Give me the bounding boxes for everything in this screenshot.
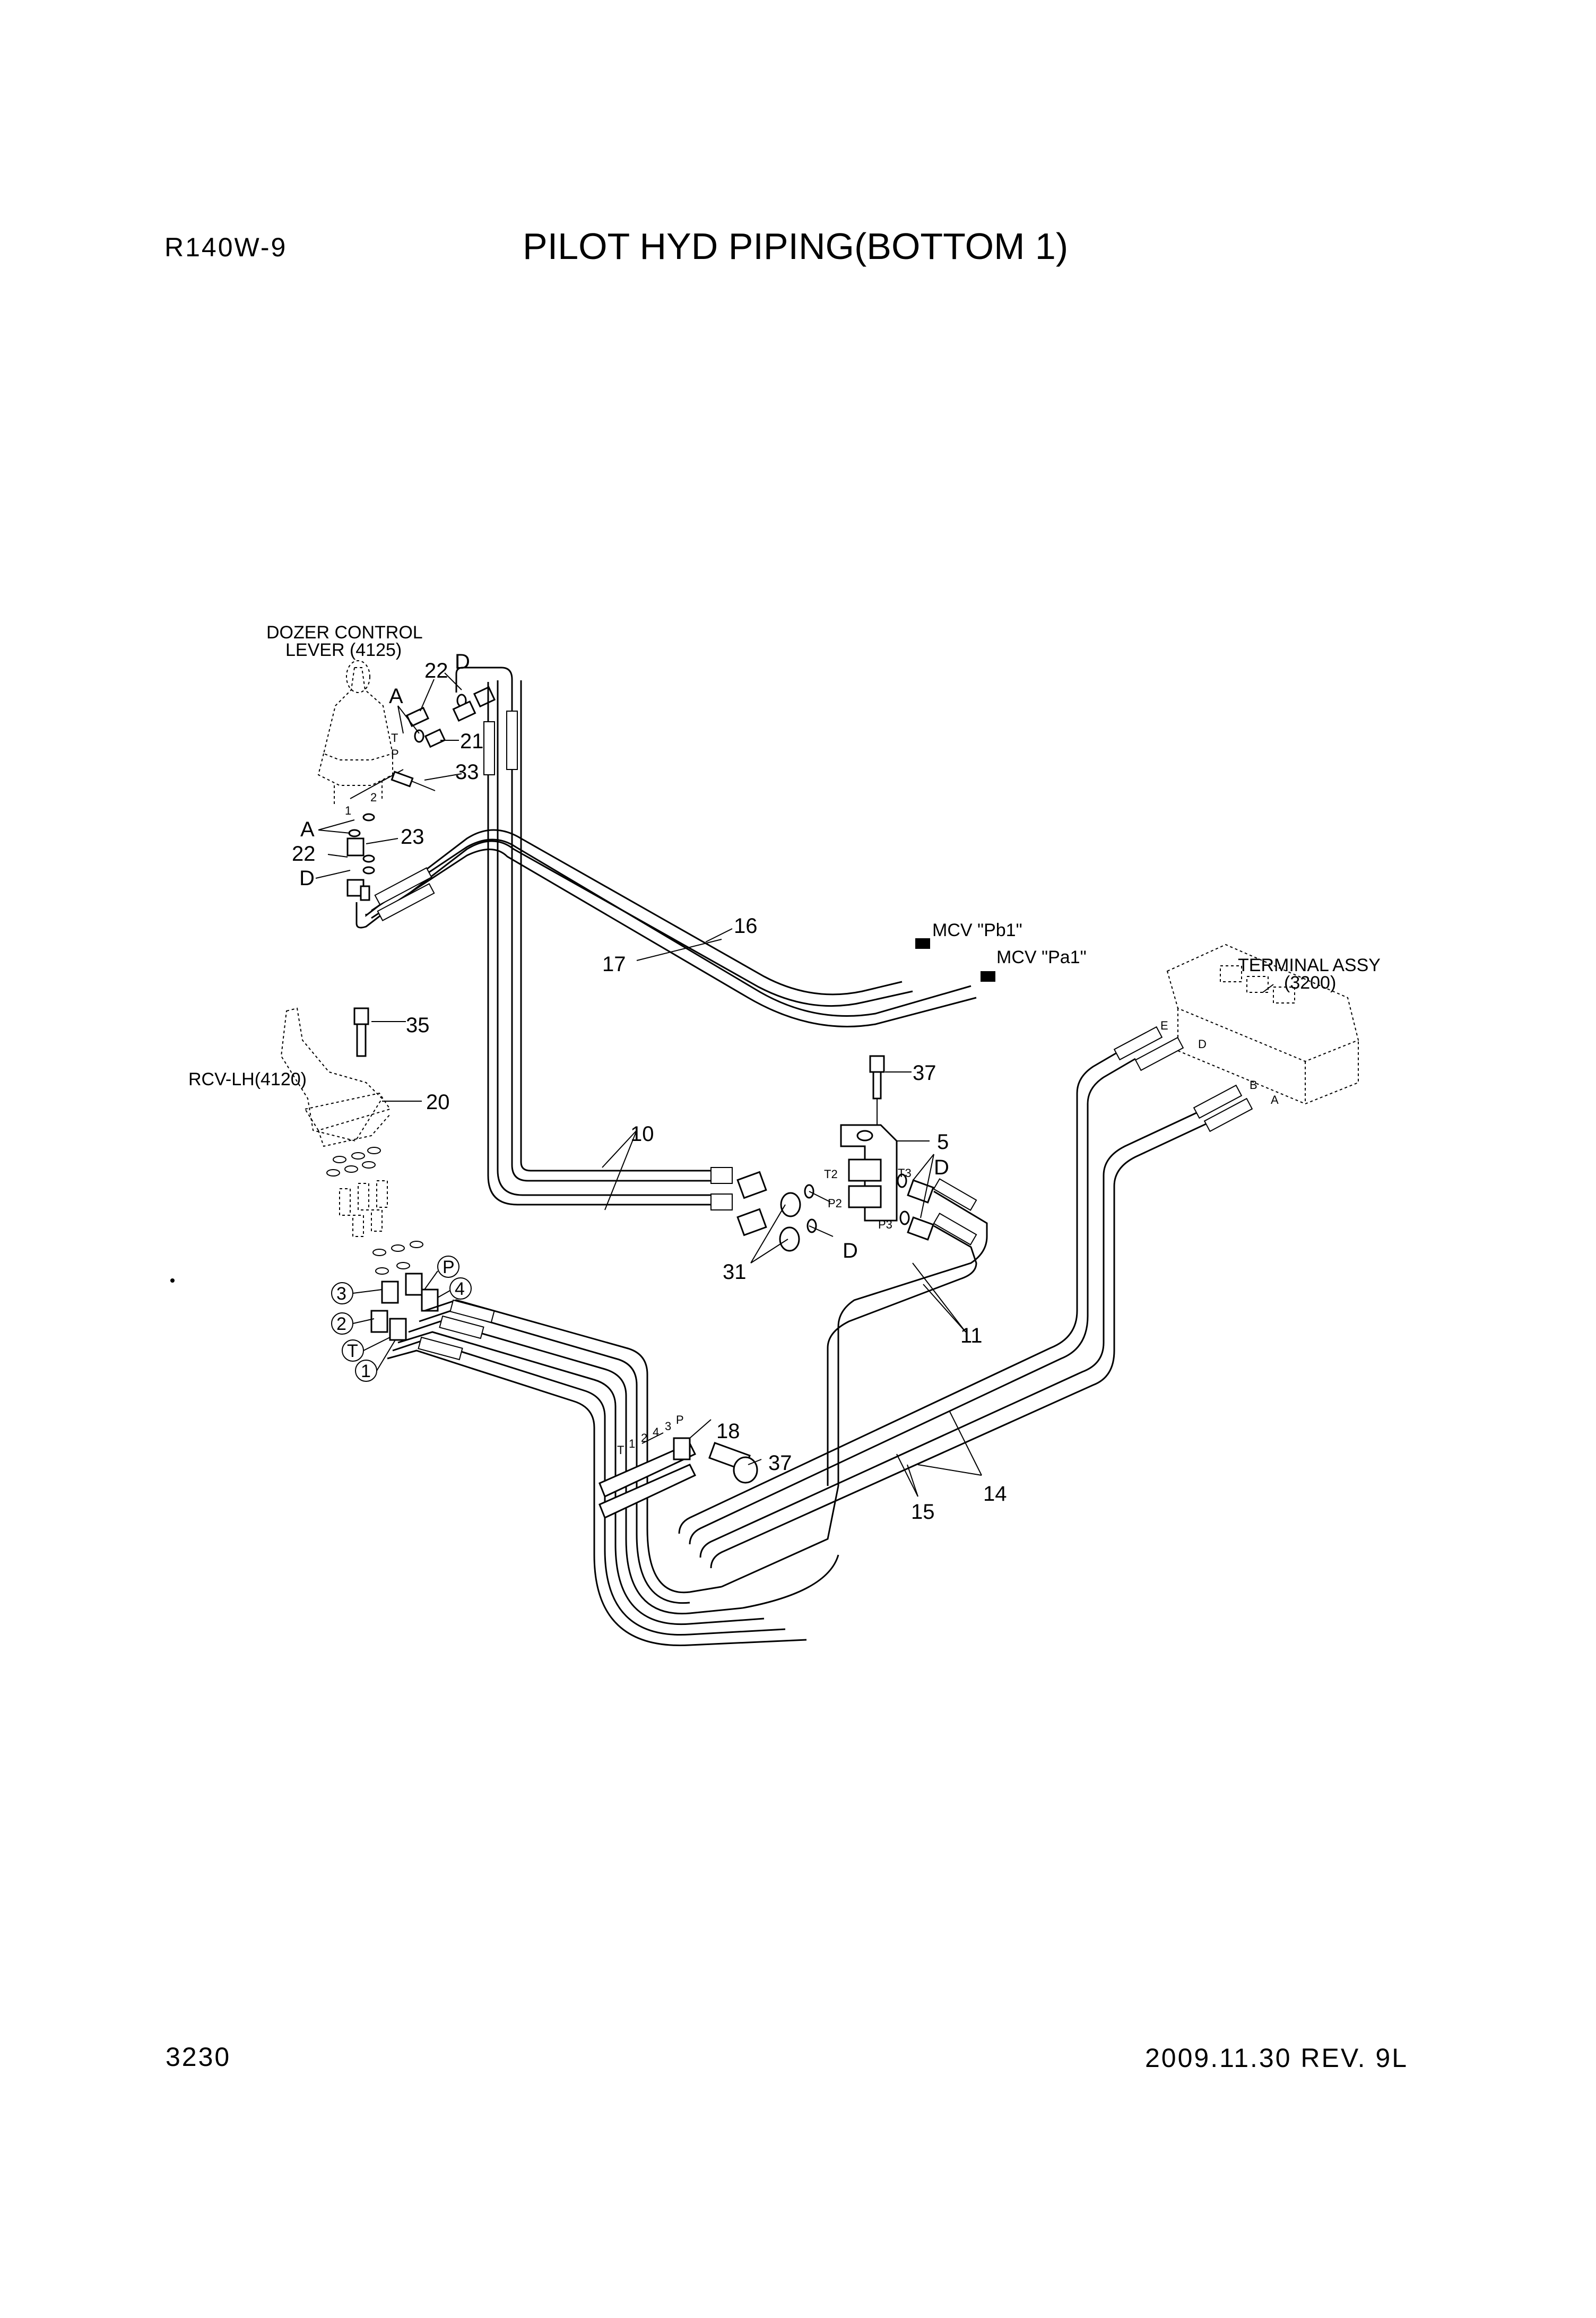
port-P2: P2 [828, 1197, 842, 1210]
stray-dot [170, 1278, 175, 1283]
mcv-pb1-marker [915, 938, 930, 949]
terminal-port-D: D [1198, 1037, 1207, 1051]
callout-31: 31 [723, 1260, 747, 1284]
callout-10: 10 [630, 1122, 654, 1146]
leader-lines [315, 672, 1274, 1497]
hose-16-17 [355, 829, 977, 1027]
lever-port-2: 2 [370, 791, 377, 804]
mcv-pa1-marker [981, 971, 995, 982]
callout-17: 17 [602, 953, 626, 976]
hose-11 [827, 1178, 988, 1486]
port-labels: T2 P2 T3 P3 E D B A T 1 2 4 3 P [617, 1019, 1279, 1457]
callout-20: 20 [426, 1091, 450, 1114]
rcv-hose-bundle [387, 1299, 839, 1647]
callout-11: 11 [960, 1324, 983, 1347]
hose-14-15 [678, 1026, 1253, 1569]
mcv-pa1-label: MCV "Pa1" [996, 947, 1087, 967]
port-P3: P3 [878, 1218, 892, 1231]
hose-tag-1: 1 [629, 1437, 635, 1450]
hose-tag-P: P [676, 1413, 684, 1426]
mcv-pb1-label: MCV "Pb1" [932, 920, 1022, 940]
port-T2: T2 [824, 1167, 838, 1181]
hose-tag-4: 4 [653, 1425, 659, 1439]
elbow-fittings-31 [736, 1171, 817, 1252]
terminal-port-A: A [1271, 1093, 1279, 1106]
callout-35: 35 [406, 1014, 430, 1037]
page-number: 3230 [166, 2042, 231, 2072]
terminal-assy [1166, 944, 1359, 1105]
dozer-control-lever [317, 660, 404, 807]
circled-port-P: P [443, 1257, 455, 1277]
port-T3: T3 [898, 1166, 912, 1180]
callout-33: 33 [455, 760, 479, 784]
circled-port-3: 3 [336, 1284, 346, 1304]
callout-15: 15 [911, 1500, 935, 1524]
callout-37-lower: 37 [768, 1451, 792, 1475]
callout-D-bracket: D [934, 1156, 949, 1179]
callout-22-lower: 22 [292, 842, 316, 866]
callout-labels: DOZER CONTROL LEVER (4125) 22 D A 21 33 … [188, 622, 1381, 1524]
terminal-port-E: E [1160, 1019, 1168, 1032]
callout-D-lower: D [299, 867, 315, 890]
callout-D-elbow: D [843, 1239, 858, 1262]
rcv-lh-label: RCV-LH(4120) [188, 1069, 307, 1089]
dozer-lever-label-1: DOZER CONTROL [266, 622, 423, 643]
callout-5: 5 [937, 1130, 949, 1154]
terminal-port-B: B [1250, 1078, 1257, 1092]
page-title: PILOT HYD PIPING(BOTTOM 1) [523, 226, 1068, 267]
revision-date: 2009.11.30 REV. 9L [1145, 2043, 1408, 2073]
callout-21: 21 [460, 730, 484, 753]
rcv-fittings [326, 1147, 439, 1341]
rcv-lh-valve [280, 1007, 391, 1147]
lever-port-1: 1 [345, 804, 351, 817]
hose-tag-T: T [617, 1443, 624, 1457]
hose-tag-3: 3 [665, 1420, 671, 1433]
dozer-lever-label-2: LEVER (4125) [285, 640, 402, 660]
callout-A-top: A [389, 685, 403, 708]
callout-16: 16 [734, 914, 758, 938]
hose-tag-2: 2 [641, 1431, 647, 1445]
lever-port-P: P [391, 747, 399, 760]
callout-37-upper: 37 [913, 1061, 936, 1085]
callout-A-lower: A [300, 818, 315, 841]
clamp-18 [598, 1437, 758, 1519]
callout-18: 18 [716, 1420, 740, 1443]
hose-10 [455, 667, 733, 1210]
terminal-assy-label-2: (3200) [1284, 973, 1336, 993]
callout-23: 23 [401, 825, 424, 849]
circled-port-1: 1 [361, 1361, 371, 1381]
lever-port-T: T [391, 731, 398, 745]
callout-22-top: 22 [424, 659, 448, 682]
circled-port-4: 4 [455, 1279, 465, 1299]
circled-port-T: T [347, 1341, 358, 1361]
circled-port-2: 2 [336, 1314, 346, 1334]
callout-D-top: D [455, 650, 470, 673]
callout-14: 14 [983, 1482, 1007, 1506]
lever-fittings [346, 686, 496, 901]
model-code: R140W-9 [164, 232, 287, 262]
terminal-assy-label-1: TERMINAL ASSY [1238, 955, 1381, 975]
circled-ports: 3 2 T 1 P 4 [331, 1256, 472, 1382]
